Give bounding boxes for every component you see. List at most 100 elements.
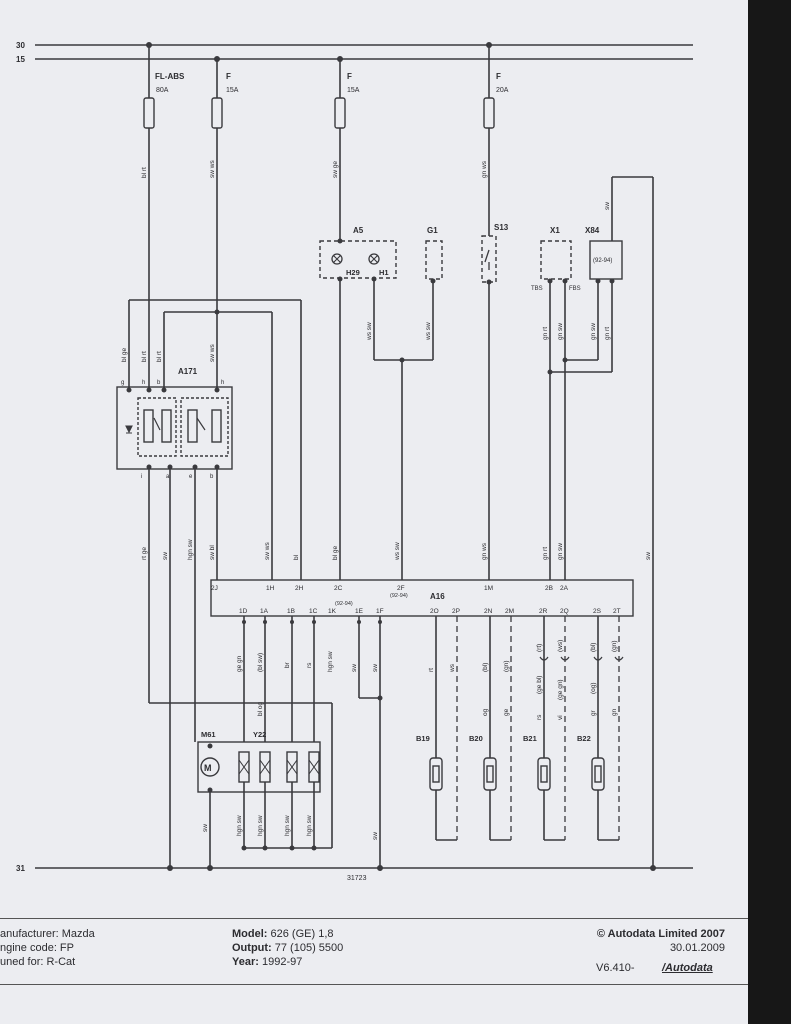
svg-text:e: e (189, 474, 193, 480)
svg-text:bl ge: bl ge (121, 348, 128, 362)
svg-text:1F: 1F (376, 608, 384, 615)
m61-y22-block: M61 Y22 M sw hgn sw hgn sw hgn sw hgn sw (197, 730, 332, 871)
svg-text:bl rt: bl rt (141, 351, 148, 362)
svg-text:S13: S13 (494, 223, 509, 232)
copyright-info: © Autodata Limited 2007 30.01.2009 (585, 927, 725, 955)
x-wires: gn rt gn sw gn sw gn rt gn rt gn sw (542, 281, 613, 580)
svg-text:b: b (157, 380, 161, 386)
svg-text:sw: sw (645, 552, 652, 560)
rail-15-label: 15 (16, 55, 25, 64)
svg-text:sw ws: sw ws (209, 344, 216, 362)
svg-text:(bl): (bl) (590, 643, 597, 652)
svg-text:gn sw: gn sw (590, 323, 597, 340)
svg-text:H29: H29 (346, 268, 360, 277)
svg-text:2N: 2N (484, 608, 493, 615)
a16-control-unit: A16 2J 1H 2H 2C 2F (92-94) 1M 2B 2A (92-… (210, 579, 634, 617)
version: V6.410- (596, 962, 635, 974)
svg-text:a: a (166, 474, 170, 480)
ground-ref: 31723 (347, 875, 367, 882)
s13-switch: S13 (481, 223, 509, 580)
fuse-flabs-rating: 80A (156, 87, 169, 94)
svg-text:(bl): (bl) (482, 663, 489, 672)
svg-text:(og): (og) (590, 682, 597, 694)
svg-text:gn rt: gn rt (604, 327, 611, 340)
svg-text:hgn sw: hgn sw (257, 815, 264, 836)
svg-text:(ge gn): (ge gn) (557, 679, 564, 700)
diagram-sheet (0, 0, 748, 1024)
svg-text:1A: 1A (260, 608, 269, 615)
wire-label: sw ge (332, 161, 339, 178)
a16-lower-wires: ge gn (bl sw) bl og br rs hgn sw sw sw s… (236, 616, 383, 871)
svg-text:2H: 2H (295, 585, 304, 592)
svg-text:(ge bl): (ge bl) (536, 676, 543, 694)
svg-text:A5: A5 (353, 226, 364, 235)
svg-text:G1: G1 (427, 226, 438, 235)
svg-text:2A: 2A (560, 585, 569, 592)
svg-text:g: g (121, 380, 124, 386)
copyright: © Autodata Limited 2007 (596, 928, 725, 940)
svg-text:1K: 1K (328, 608, 337, 615)
svg-text:gn rt: gn rt (542, 327, 549, 340)
svg-text:TBS: TBS (531, 286, 543, 292)
svg-text:hgn sw: hgn sw (327, 651, 334, 672)
svg-text:B22: B22 (577, 734, 591, 743)
svg-text:1H: 1H (266, 585, 275, 592)
svg-text:1M: 1M (484, 585, 493, 592)
engine-code: ngine code: FP (0, 942, 74, 954)
vehicle-info: anufacturer: Mazda ngine code: FP uned f… (0, 927, 95, 969)
svg-text:2S: 2S (593, 608, 602, 615)
manufacturer: anufacturer: Mazda (0, 928, 95, 940)
wire-label: gn ws (481, 160, 488, 178)
svg-text:1E: 1E (355, 608, 364, 615)
svg-text:sw: sw (202, 824, 209, 832)
svg-text:gn ws: gn ws (481, 542, 488, 560)
svg-text:(gn): (gn) (503, 660, 510, 672)
svg-text:B20: B20 (469, 734, 483, 743)
scan-edge (748, 0, 791, 1024)
wire-label: sw ws (209, 160, 216, 178)
svg-text:2B: 2B (545, 585, 553, 592)
svg-text:ws sw: ws sw (425, 322, 432, 341)
svg-text:2T: 2T (613, 608, 621, 615)
svg-text:B19: B19 (416, 734, 430, 743)
svg-text:(gn): (gn) (611, 640, 618, 652)
svg-text:rt: rt (428, 668, 435, 672)
svg-text:ws sw: ws sw (366, 322, 373, 341)
svg-text:(92-94): (92-94) (335, 601, 353, 607)
g1-component: G1 ws sw (425, 226, 443, 360)
svg-text:h: h (142, 380, 145, 386)
svg-text:X1: X1 (550, 226, 560, 235)
model-info: Model: 626 (GE) 1,8 Output: 77 (105) 550… (232, 928, 344, 968)
brand-logo: /Autodata (662, 962, 713, 974)
a5-instrument: A5 H29 H1 (319, 226, 397, 282)
title-block: anufacturer: Mazda ngine code: FP uned f… (0, 918, 748, 985)
svg-text:sw: sw (162, 552, 169, 560)
tuned-for: uned for: R-Cat (0, 956, 76, 968)
svg-text:gn sw: gn sw (557, 543, 564, 560)
svg-text:sw: sw (604, 202, 611, 210)
svg-text:h: h (221, 380, 224, 386)
svg-text:hgn sw: hgn sw (187, 539, 194, 560)
svg-text:rs: rs (306, 662, 313, 668)
svg-text:1C: 1C (309, 608, 318, 615)
svg-text:Y22: Y22 (253, 730, 266, 739)
svg-text:ge gn: ge gn (236, 655, 243, 672)
power-rails: 30 15 31 (16, 41, 693, 873)
svg-text:A16: A16 (430, 592, 445, 601)
svg-text:gn sw: gn sw (557, 323, 564, 340)
svg-text:2J: 2J (211, 585, 218, 592)
a171-relay: A171 g h b h i a e b (116, 367, 233, 480)
svg-text:M61: M61 (201, 730, 216, 739)
svg-text:sw: sw (372, 832, 379, 840)
fuse-f3-name: F (496, 72, 501, 81)
svg-text:gr: gr (590, 709, 597, 716)
fuse-f3-rating: 20A (496, 87, 509, 94)
wire-label: bl rt (141, 167, 148, 178)
svg-text:2Q: 2Q (560, 608, 569, 615)
svg-text:sw: sw (351, 664, 358, 672)
svg-text:og: og (482, 708, 489, 716)
svg-text:A171: A171 (178, 367, 198, 376)
svg-text:rt ge: rt ge (141, 547, 148, 560)
svg-text:B21: B21 (523, 734, 537, 743)
svg-text:sw: sw (372, 664, 379, 672)
